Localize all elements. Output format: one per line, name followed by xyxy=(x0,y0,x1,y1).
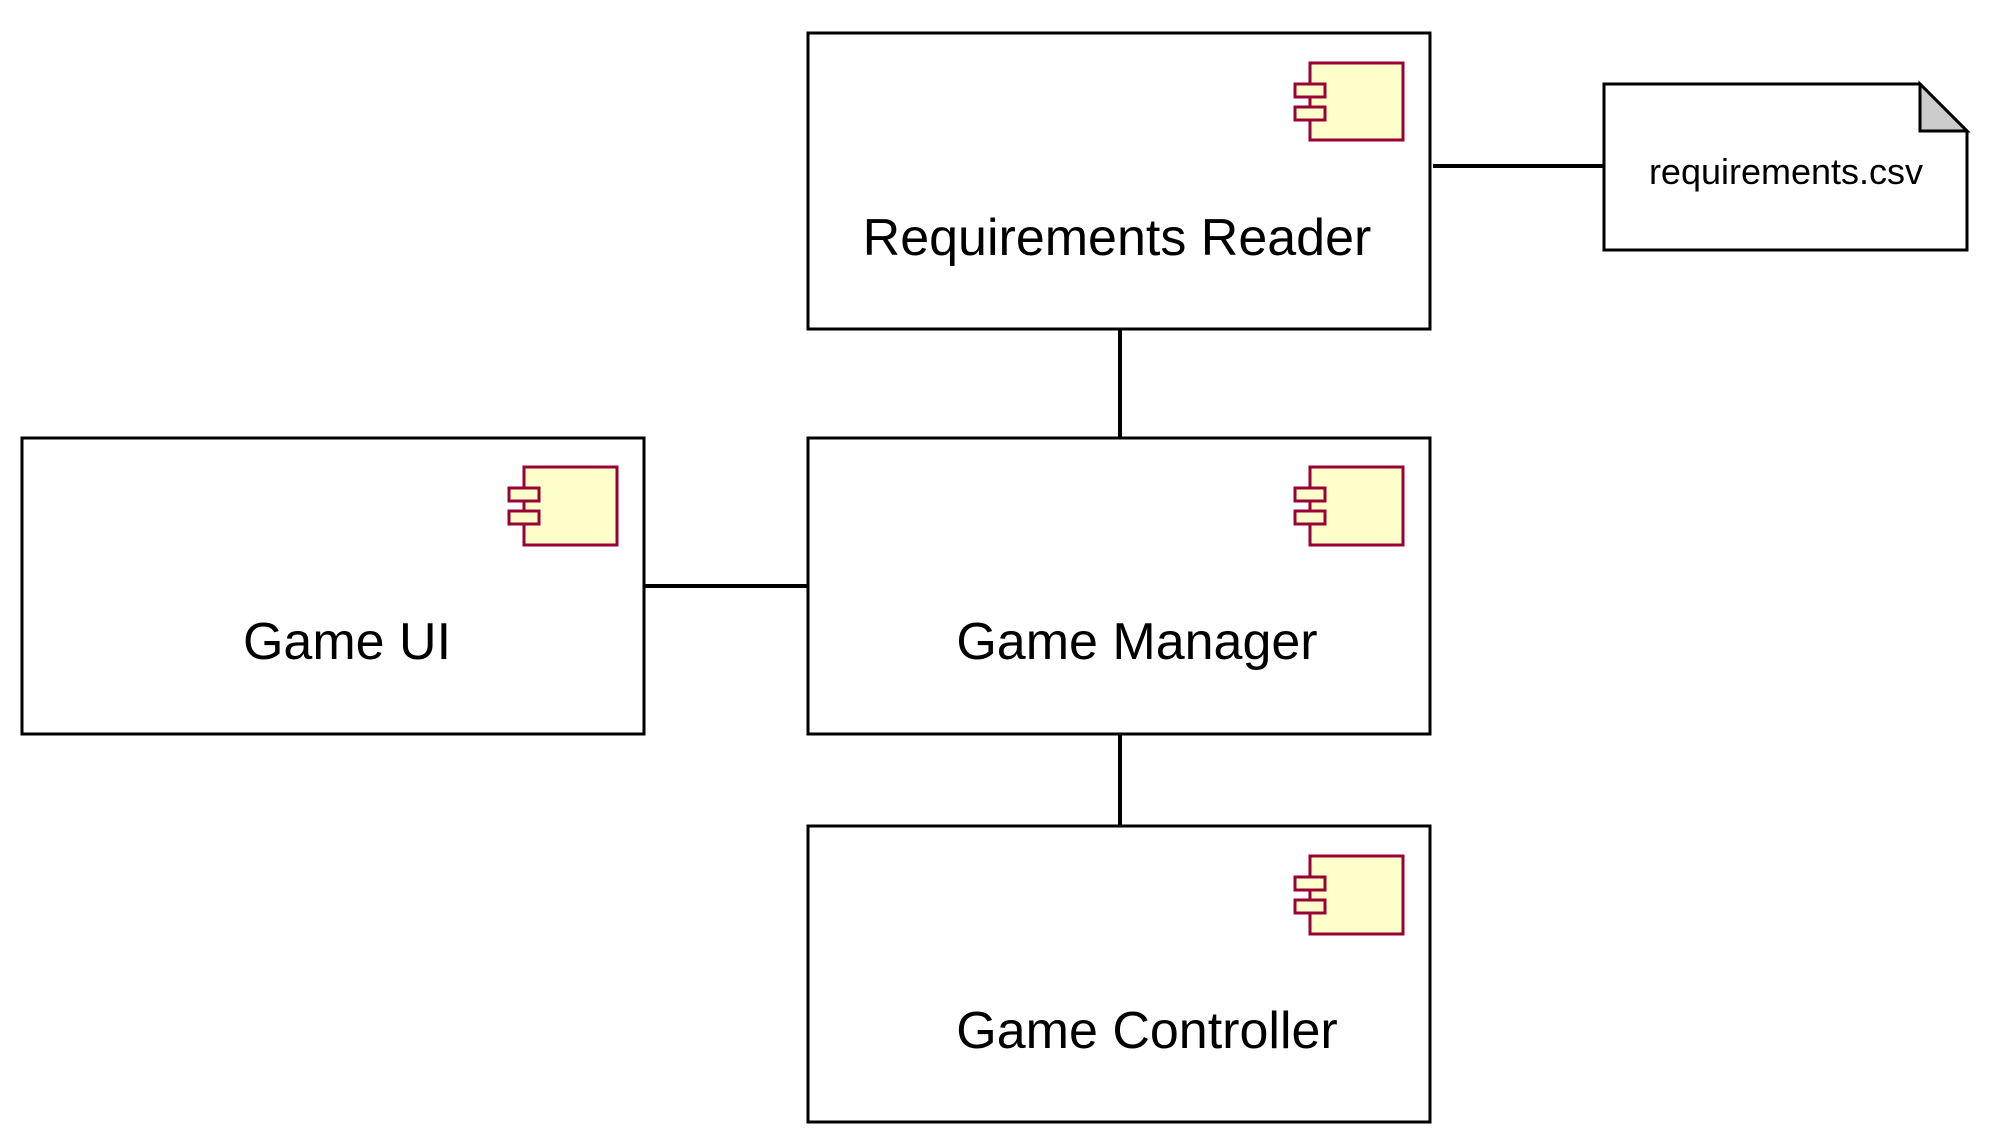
component-requirements-reader[interactable]: Requirements Reader xyxy=(806,31,1432,331)
uml-component-icon xyxy=(1293,854,1405,936)
component-game-manager[interactable]: Game Manager xyxy=(806,436,1432,736)
component-label: Game Controller xyxy=(956,1002,1337,1060)
artifact-requirements-csv[interactable]: requirements.csv xyxy=(1602,80,1971,252)
note-fold xyxy=(1918,80,1971,133)
uml-component-icon xyxy=(507,465,619,547)
component-label: Game UI xyxy=(243,613,451,671)
component-game-controller[interactable]: Game Controller xyxy=(806,824,1432,1124)
component-game-ui[interactable]: Game UI xyxy=(20,436,646,736)
connectors xyxy=(642,164,1605,825)
component-label: Requirements Reader xyxy=(863,209,1372,267)
document-note-icon xyxy=(1602,82,1969,252)
artifact-label: requirements.csv xyxy=(1649,151,1923,192)
uml-component-icon xyxy=(1293,61,1405,142)
uml-component-icon xyxy=(1293,465,1405,547)
component-label: Game Manager xyxy=(956,613,1317,671)
